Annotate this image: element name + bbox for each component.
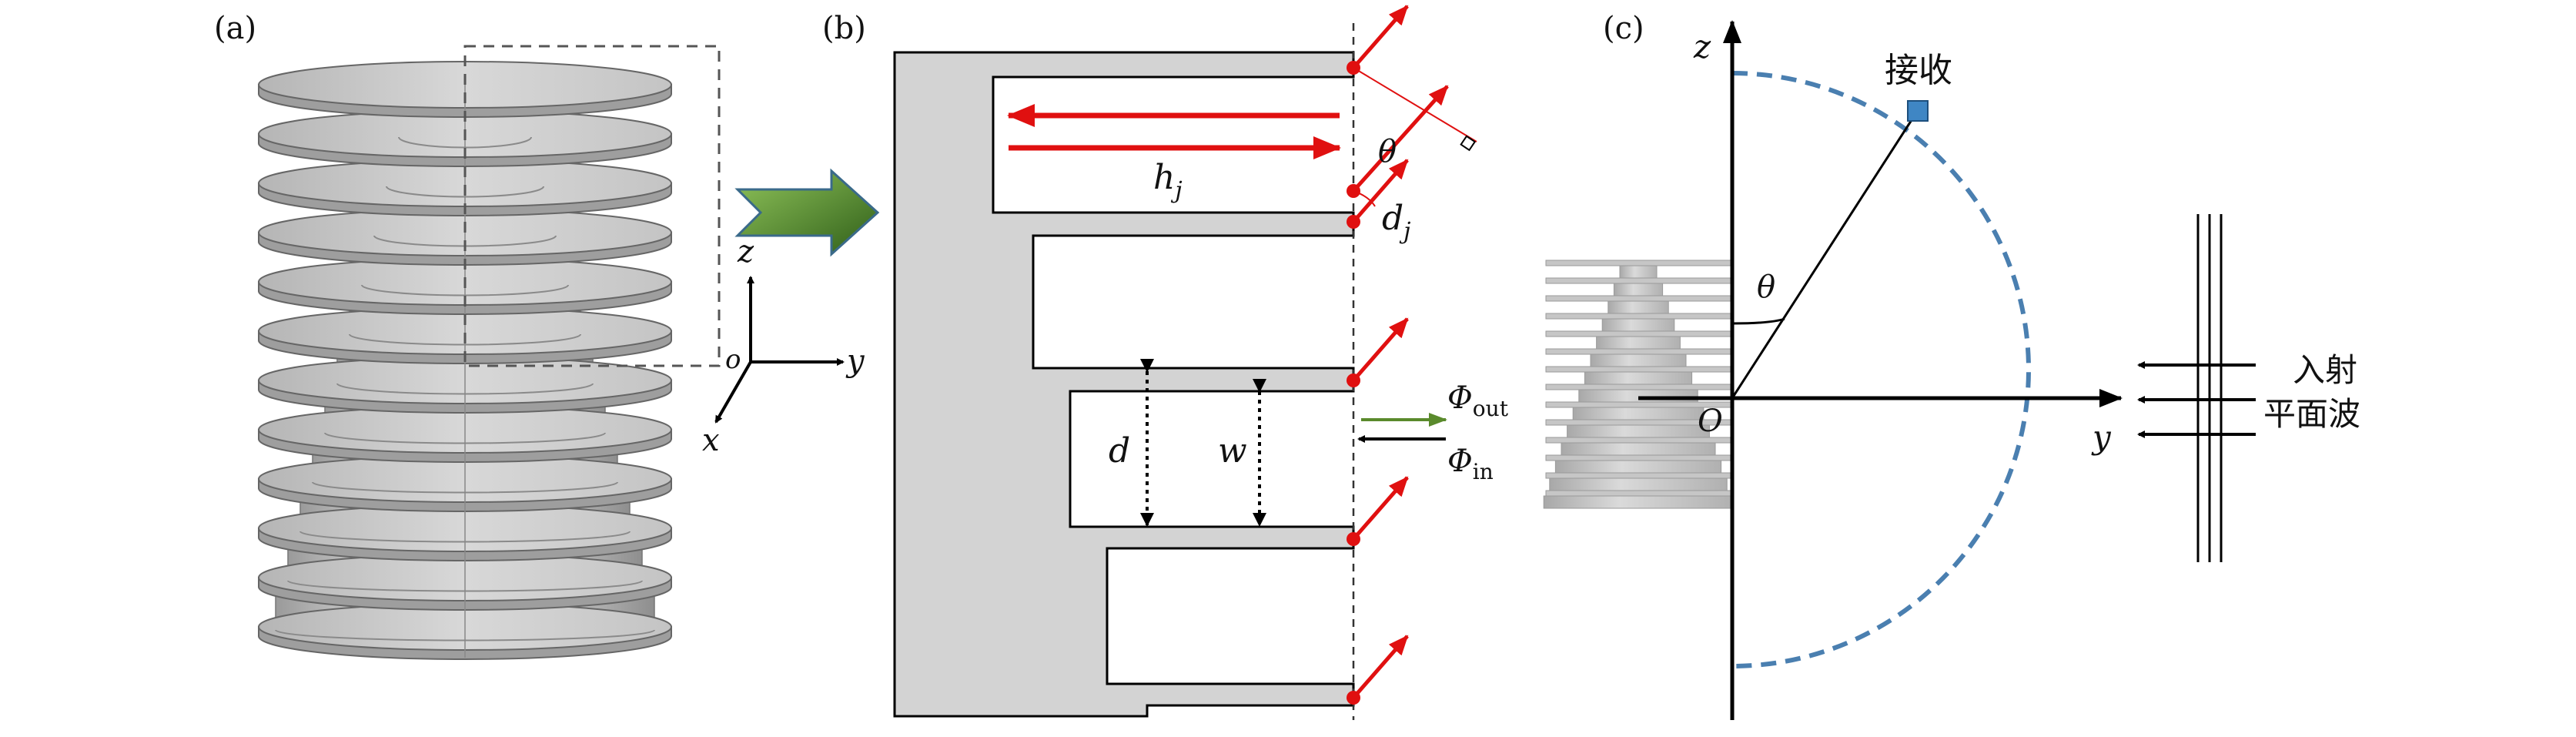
cone-disc: [1545, 277, 1731, 284]
cone-step: [1543, 495, 1734, 509]
d-label: d: [1109, 431, 1130, 471]
axis-z-label-c: z: [1693, 28, 1711, 65]
right-angle-mark: [1460, 135, 1477, 152]
axis-z-label: z: [737, 234, 754, 270]
cone-step: [1561, 442, 1716, 456]
axis-x-arrow: [714, 361, 752, 424]
emission-arrow: [1352, 635, 1409, 699]
transition-arrow-icon: [734, 168, 880, 257]
cone-step: [1567, 424, 1710, 438]
cone-disc: [1545, 454, 1731, 461]
wavefront-line: [1353, 67, 1477, 142]
panel-b-label: (b): [822, 11, 866, 46]
phi-out-label: Φout: [1447, 380, 1509, 421]
incident-label-1: 入射: [2293, 351, 2357, 389]
cone-disc: [1545, 330, 1731, 337]
receiver-marker-icon: [1907, 100, 1929, 122]
cone-step: [1607, 300, 1669, 314]
groove-body: [893, 51, 1355, 718]
theta-arc-c: [1731, 317, 1785, 325]
emission-arrow: [1352, 85, 1449, 193]
incident-label-2: 平面波: [2263, 395, 2360, 433]
cone-disc: [1545, 313, 1731, 320]
panel-a-label: (a): [214, 11, 256, 46]
receiver-direction-line: [1731, 111, 1919, 399]
cone-step: [1590, 353, 1687, 367]
axis-origin-label: o: [725, 344, 741, 375]
emission-arrow: [1352, 317, 1409, 382]
cone-step: [1549, 477, 1728, 491]
cone-step: [1619, 265, 1658, 279]
emission-arrow: [1352, 476, 1409, 541]
cone-step: [1613, 283, 1664, 296]
dj-label: dj: [1382, 199, 1410, 245]
cone-disc: [1545, 472, 1731, 479]
cone-disc: [1545, 348, 1731, 355]
receive-label: 接收: [1885, 51, 1952, 90]
origin-label-c: O: [1698, 404, 1723, 439]
cone-disc: [1545, 260, 1731, 266]
emission-arrow: [1352, 159, 1409, 223]
cone-disc: [1545, 295, 1731, 302]
panel-a: (a) z o y x: [214, 11, 865, 660]
cone-step: [1601, 318, 1675, 332]
axis-y-label-c: y: [2091, 418, 2112, 456]
phi-in-label: Φin: [1447, 444, 1494, 484]
stepped-cone-structure: [1543, 260, 1734, 509]
emitters: [1347, 5, 1449, 705]
cone-disc: [1545, 490, 1731, 497]
h-label: hj: [1153, 158, 1183, 204]
theta-label-c: θ: [1757, 270, 1775, 305]
theta-arc: [1353, 190, 1376, 207]
cut-box: [463, 45, 721, 367]
panel-b: (b) hj θ dj d w Φout Φin: [822, 5, 1509, 720]
cone-step: [1584, 371, 1693, 385]
cone-step: [1554, 460, 1722, 474]
emission-arrow: [1352, 5, 1409, 69]
far-field-arc: [1731, 71, 2031, 668]
cone-step: [1578, 389, 1698, 403]
panel-c: (c) z y O θ 接收 入射 平面波: [1543, 11, 2360, 720]
cone-disc: [1545, 366, 1731, 373]
axis-x-label: x: [702, 423, 720, 458]
cone-step: [1596, 336, 1681, 350]
cone-disc: [1545, 384, 1731, 390]
w-label: w: [1218, 431, 1247, 471]
panel-c-label: (c): [1603, 11, 1644, 46]
axis-y-label: y: [845, 343, 865, 379]
cone-step: [1572, 407, 1705, 420]
theta-label-b: θ: [1378, 134, 1397, 169]
